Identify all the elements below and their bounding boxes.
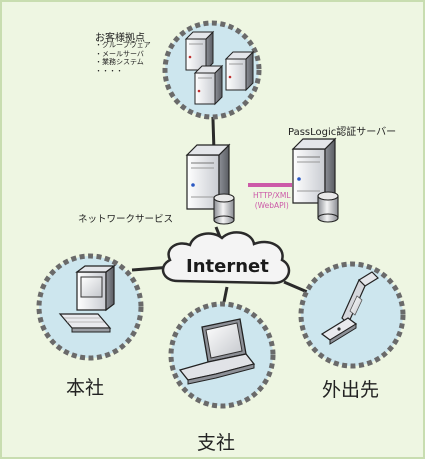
list-item: ・・・・: [95, 66, 123, 75]
passlogic-server-label: PassLogic認証サーバー: [288, 127, 397, 138]
customer-site-title: お客様拠点: [95, 33, 145, 44]
customer-site-circle: [162, 20, 262, 120]
api-link-label: HTTP/XML (WebAPI): [253, 191, 291, 211]
server-icon: [185, 31, 214, 71]
list-item: ・グループウェア: [95, 41, 151, 49]
passlogic-server: [292, 138, 339, 223]
internet-label: Internet: [186, 256, 269, 277]
branch-label: 支社: [197, 432, 236, 454]
mobile-phone-icon: [320, 271, 379, 345]
outside-circle: [298, 261, 406, 369]
storage-icon: [317, 191, 339, 223]
storage-icon: [213, 193, 235, 225]
outside-label: 外出先: [322, 379, 380, 401]
head-office-label: 本社: [66, 377, 105, 399]
head-office-circle: [36, 253, 144, 361]
cloud-icon: [161, 231, 291, 285]
desktop-computer-icon: [58, 264, 116, 333]
branch-circle: [168, 301, 276, 409]
network-service-server: [186, 144, 235, 225]
list-item: ・メールサーバ: [95, 49, 144, 58]
customer-site-list: ・グループウェア ・メールサーバ ・業務システム ・・・・: [95, 41, 151, 75]
line-internet-to-branch: [222, 286, 229, 303]
list-item: ・業務システム: [95, 58, 144, 66]
server-icon: [225, 51, 254, 91]
network-service-label: ネットワークサービス: [78, 214, 174, 225]
laptop-icon: [178, 318, 256, 385]
server-icon: [194, 65, 223, 105]
api-link-label-line1: HTTP/XML: [253, 191, 291, 200]
api-link-label-line2: (WebAPI): [254, 201, 289, 210]
